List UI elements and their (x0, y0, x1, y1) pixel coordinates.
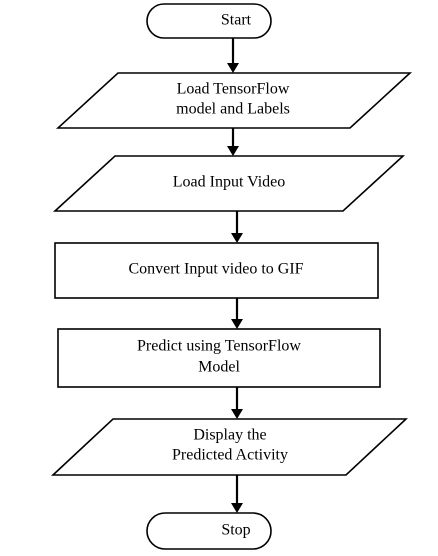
load-model-parallelogram (55, 72, 413, 129)
predict-label-line1: Predict using TensorFlow (137, 338, 301, 355)
start-node: Start (146, 3, 272, 39)
load-video-label: Load Input Video (173, 174, 286, 191)
load-model-node: Load TensorFlow model and Labels (55, 72, 413, 129)
display-label-line2: Predicted Activity (172, 447, 288, 464)
predict-rectangle (57, 328, 381, 388)
predict-node: Predict using TensorFlow Model (57, 328, 381, 388)
load-video-parallelogram (52, 155, 406, 212)
start-label: Start (221, 12, 252, 29)
connector-display-to-stop (231, 475, 243, 513)
load-video-node: Load Input Video (52, 155, 406, 212)
load-model-label-line1: Load TensorFlow (177, 81, 290, 98)
load-model-label-line2: model and Labels (176, 101, 290, 118)
display-node: Display the Predicted Activity (50, 418, 409, 476)
predict-label-line2: Model (198, 359, 240, 376)
convert-gif-node: Convert Input video to GIF (54, 242, 379, 299)
convert-gif-label: Convert Input video to GIF (128, 261, 303, 278)
convert-gif-rectangle (54, 242, 379, 299)
connector-start-to-load-model (227, 38, 239, 73)
connector-convert-to-predict (231, 298, 243, 329)
connector-load-video-to-convert (231, 211, 243, 243)
display-parallelogram (50, 418, 409, 476)
start-terminator (146, 3, 272, 39)
stop-node: Stop (146, 512, 272, 550)
display-label-line1: Display the (193, 427, 266, 444)
connector-predict-to-display (231, 387, 243, 419)
stop-label: Stop (221, 522, 250, 539)
stop-terminator (146, 512, 272, 550)
connector-load-model-to-load-video (227, 128, 239, 156)
